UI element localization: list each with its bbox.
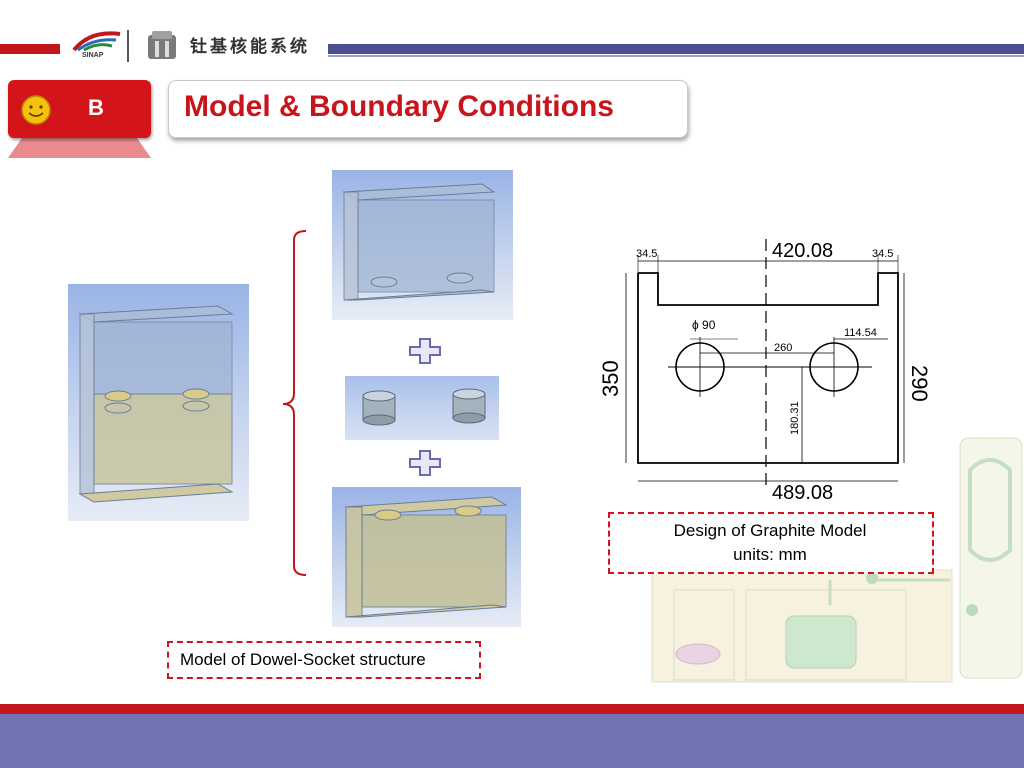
title-box <box>168 80 688 138</box>
section-letter: B <box>88 95 104 120</box>
dim-hole-diameter: ϕ 90 <box>692 318 716 332</box>
badge-shadow <box>8 138 151 158</box>
dim-hole-offset: 114.54 <box>844 327 877 339</box>
dim-right-height: 290 <box>907 365 932 402</box>
smiley-icon <box>21 95 51 125</box>
dim-left-height: 350 <box>598 360 623 397</box>
dim-top-width: 420.08 <box>772 240 833 262</box>
grouping-bracket <box>282 230 307 576</box>
logo-separator <box>127 30 129 62</box>
plus-icon <box>409 450 441 476</box>
design-caption-line1: Design of Graphite Model <box>673 521 867 540</box>
header-red-bar <box>0 44 60 54</box>
dim-hole-height: 180.31 <box>789 401 801 435</box>
design-caption-box <box>608 512 934 574</box>
dowel-socket-caption-box <box>167 641 481 679</box>
dowel-socket-caption: Model of Dowel-Socket structure <box>180 650 426 669</box>
footer-red-bar <box>0 704 1024 714</box>
lower-block-image <box>332 487 521 627</box>
design-caption-line2: units: mm <box>733 545 807 564</box>
dim-left-step: 34.5 <box>636 248 657 260</box>
logo-text: 钍基核能系统 <box>190 37 310 57</box>
sinap-label: SINAP <box>82 52 104 59</box>
assembled-model-image <box>68 284 249 521</box>
sinap-logo-icon <box>72 31 121 52</box>
plus-icon <box>409 338 441 364</box>
upper-block-image <box>332 170 513 320</box>
header-blue-bar <box>328 44 1024 54</box>
background-watermark <box>651 437 1023 683</box>
footer-blue-bar <box>0 714 1024 768</box>
dim-bottom-width: 489.08 <box>772 482 833 504</box>
header-blue-line <box>328 55 1024 57</box>
page-title: Model & Boundary Conditions <box>184 90 614 123</box>
reactor-logo-icon <box>148 31 176 59</box>
graphite-design-drawing: 420.08 34.5 34.5 60 ϕ 90 114.54 260 180.… <box>598 239 932 504</box>
dowels-image <box>345 376 499 440</box>
dim-right-step: 34.5 <box>872 248 893 260</box>
dim-hole-spacing: 260 <box>774 342 792 354</box>
